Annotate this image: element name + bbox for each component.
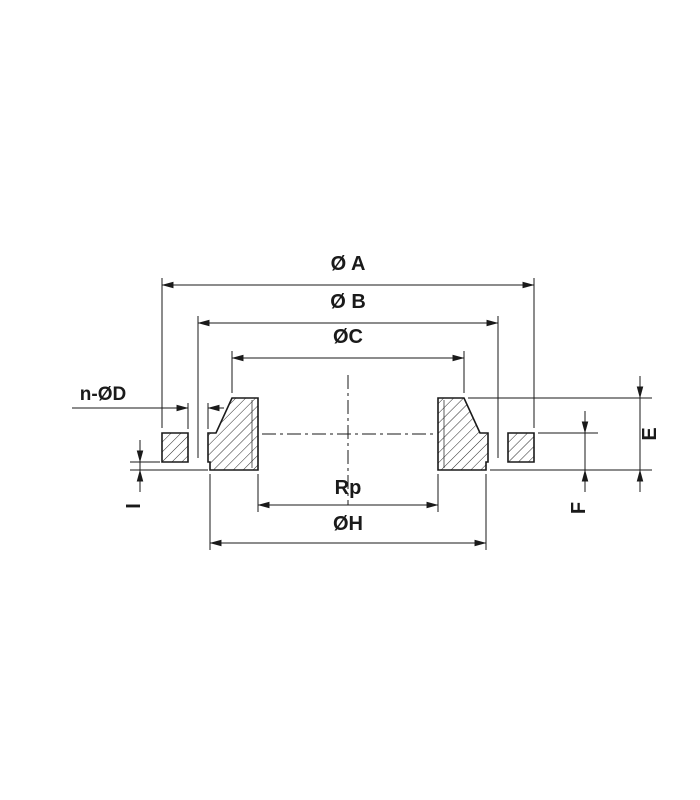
dim-c-label: ØC	[333, 326, 363, 348]
centerlines	[262, 375, 434, 505]
dim-nd-group	[72, 403, 224, 429]
dim-f-group	[538, 411, 598, 492]
dim-f-label: F	[568, 502, 590, 514]
dim-a-group	[161, 278, 535, 428]
flange-right-rim-section	[507, 432, 535, 463]
dim-rp-label: Rp	[335, 477, 362, 499]
thread-lines	[251, 400, 445, 468]
flange-left-hub-section	[207, 397, 259, 471]
dim-h-group	[209, 474, 487, 550]
dim-i-label: I	[123, 503, 145, 509]
dim-h-label: ØH	[333, 513, 363, 535]
dim-a-label: Ø A	[331, 253, 366, 275]
dim-rp-group	[257, 474, 439, 512]
dim-b-group	[197, 316, 499, 458]
flange-right-hub-section	[437, 397, 489, 471]
flange-left-rim-section	[161, 432, 189, 463]
dim-c-group	[231, 351, 465, 393]
dim-nd-label: n-ØD	[80, 384, 126, 405]
dim-e-label: E	[639, 427, 661, 440]
dim-e-group	[468, 376, 652, 492]
dim-i-group	[130, 440, 208, 492]
dim-b-label: Ø B	[330, 291, 366, 313]
flange-section-body	[161, 397, 535, 471]
